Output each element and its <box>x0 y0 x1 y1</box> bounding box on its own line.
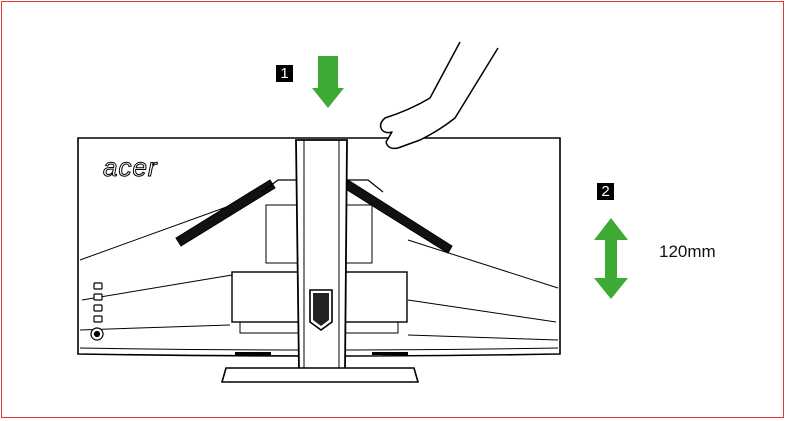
step-1-badge: 1 <box>276 65 293 82</box>
left-vent <box>175 179 276 247</box>
stand-base <box>220 367 420 383</box>
hand-illustration <box>379 41 499 150</box>
height-adjustment-label: 120mm <box>659 242 716 261</box>
down-arrow-icon <box>312 56 344 108</box>
step-2-badge: 2 <box>597 183 614 200</box>
control-buttons <box>90 282 104 341</box>
up-down-arrow-icon <box>594 218 628 299</box>
brand-logo: acer <box>103 152 158 183</box>
